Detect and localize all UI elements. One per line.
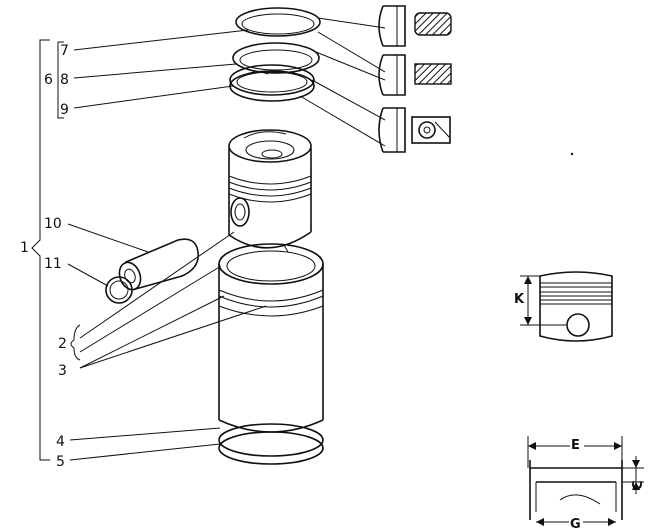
piston [228,129,312,253]
callout-9: 9 [60,102,69,118]
liner-seal-rings [218,423,324,465]
callout-5: 5 [56,454,65,470]
callout-1: 1 [20,240,29,256]
callout-2: 2 [58,336,67,352]
callout-8: 8 [60,72,69,88]
compression-ring-second [232,42,320,75]
callout-11: 11 [44,256,62,272]
dimension-g-label: G [570,517,581,529]
circlip [105,276,133,304]
ring-section-detail-top [378,5,452,47]
dimension-e-label: E [571,438,580,453]
piston-dimension-view-k: K [514,271,613,342]
ring-section-detail-middle [378,54,452,96]
dimension-k-label: K [514,292,525,307]
cylinder-liner [218,243,324,433]
ring-section-detail-oil [378,107,451,153]
callout-7: 7 [60,43,69,59]
callout-4: 4 [56,434,65,450]
callout-10: 10 [44,216,62,232]
piston-dimension-view-ecg: E C G [527,436,646,529]
dimension-c-label: C [631,480,646,490]
callout-3: 3 [58,363,67,379]
callout-6: 6 [44,72,53,88]
compression-ring-top [235,7,321,37]
